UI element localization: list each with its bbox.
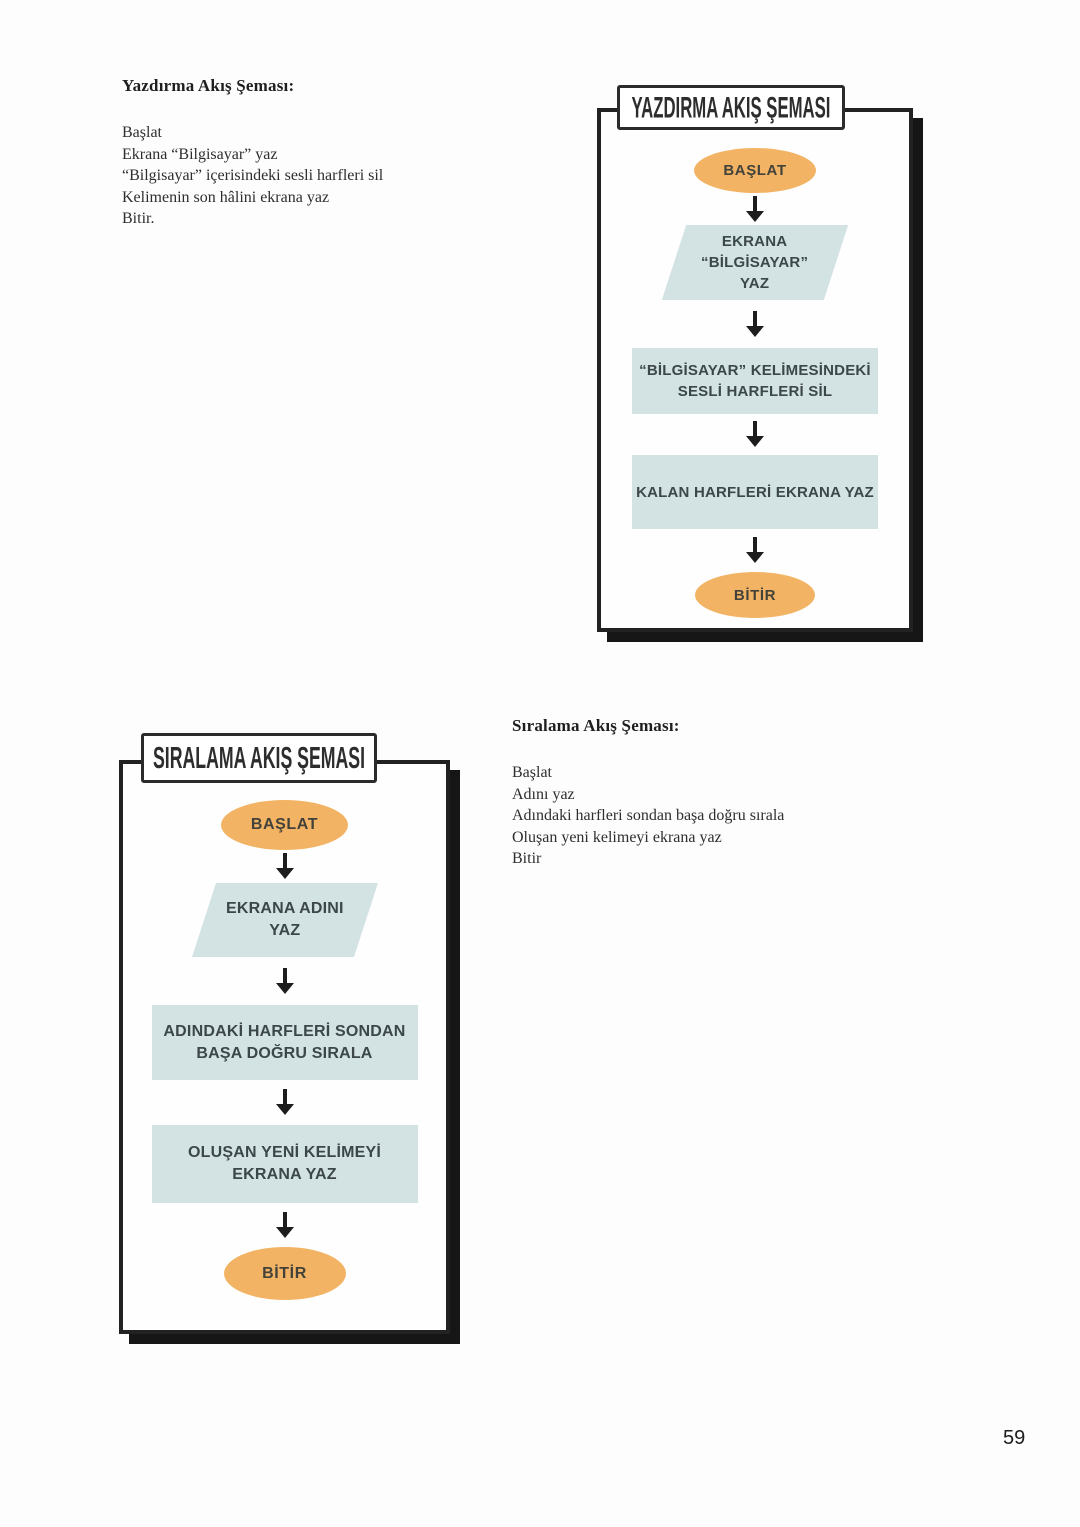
- print-flowchart: BAŞLAT EKRANA “BİLGİSAYAR” YAZ “BİLGİSAY…: [597, 108, 913, 632]
- print-io-line: YAZ: [740, 275, 770, 292]
- down-arrow-icon: [274, 1089, 296, 1115]
- print-algorithm-text-block: Yazdırma Akış Şeması: Başlat Ekrana “Bil…: [122, 76, 562, 230]
- down-arrow-icon: [274, 853, 296, 879]
- sort-algorithm-text-block: Sıralama Akış Şeması: Başlat Adını yaz A…: [512, 716, 982, 870]
- sort-io-line: EKRANA ADINI: [225, 900, 344, 917]
- down-arrow-icon: [744, 421, 766, 447]
- sort-flowchart-title-art: SIRALAMA AKIŞ ŞEMASI: [153, 740, 365, 775]
- sort-algorithm-line: Adındaki harfleri sondan başa doğru sıra…: [512, 807, 785, 825]
- sort-io-line: YAZ: [268, 922, 301, 939]
- process-line: EKRANA YAZ: [232, 1166, 337, 1183]
- print-algorithm-line: Ekrana “Bilgisayar” yaz: [122, 145, 278, 163]
- sort-end-terminal: BİTİR: [223, 1247, 346, 1300]
- process-line: KALAN HARFLERİ EKRANA YAZ: [636, 483, 874, 501]
- sort-algorithm-line: Oluşan yeni kelimeyi ekrana yaz: [512, 828, 722, 846]
- sort-io-parallelogram: EKRANA ADINI YAZ: [191, 883, 378, 957]
- print-process-write-remaining: KALAN HARFLERİ EKRANA YAZ: [632, 455, 878, 529]
- process-line: BAŞA DOĞRU SIRALA: [196, 1044, 373, 1062]
- down-arrow-icon: [744, 196, 766, 222]
- print-process-delete-vowels: “BİLGİSAYAR” KELİMESİNDEKİ SESLİ HARFLER…: [632, 348, 878, 414]
- print-flowchart-title: YAZDIRMA AKIŞ ŞEMASI: [632, 92, 831, 124]
- print-io-line: “BİLGİSAYAR”: [701, 254, 809, 271]
- sort-algorithm-title: Sıralama Akış Şeması:: [512, 716, 680, 735]
- process-line: ADINDAKİ HARFLERİ SONDAN: [163, 1022, 406, 1040]
- process-line: “BİLGİSAYAR” KELİMESİNDEKİ: [639, 362, 871, 379]
- print-io-line: EKRANA: [722, 233, 788, 250]
- sort-io-label: EKRANA ADINI YAZ: [226, 898, 344, 942]
- sort-start-terminal: BAŞLAT: [221, 800, 348, 850]
- print-flowchart-title-art: YAZDIRMA AKIŞ ŞEMASI: [632, 92, 831, 124]
- sort-process-reverse: ADINDAKİ HARFLERİ SONDAN BAŞA DOĞRU SIRA…: [151, 1005, 418, 1080]
- sort-process-write-new-word: OLUŞAN YENİ KELİMEYİ EKRANA YAZ: [151, 1125, 418, 1203]
- page-number: 59: [1003, 1427, 1026, 1449]
- down-arrow-icon: [274, 968, 296, 994]
- print-end-terminal: BİTİR: [695, 572, 815, 618]
- sort-algorithm-line: Başlat: [512, 764, 552, 781]
- process-line: OLUŞAN YENİ KELİMEYİ: [187, 1144, 382, 1161]
- print-algorithm-line: Kelimenin son hâlini ekrana yaz: [122, 188, 330, 206]
- print-start-terminal: BAŞLAT: [694, 148, 816, 193]
- process-line: SESLİ HARFLERİ SİL: [677, 383, 833, 400]
- sort-algorithm-line: Bitir: [512, 850, 542, 868]
- print-algorithm-line: “Bilgisayar” içerisindeki sesli harfleri…: [122, 167, 384, 185]
- sort-algorithm-line: Adını yaz: [512, 785, 575, 803]
- down-arrow-icon: [274, 1212, 296, 1238]
- print-algorithm-line: Bitir.: [122, 210, 155, 228]
- print-io-parallelogram: EKRANA “BİLGİSAYAR” YAZ: [661, 225, 849, 300]
- down-arrow-icon: [744, 537, 766, 563]
- sort-flowchart-title: SIRALAMA AKIŞ ŞEMASI: [153, 740, 365, 775]
- sort-flowchart-title-box: SIRALAMA AKIŞ ŞEMASI: [141, 733, 377, 783]
- sort-flowchart: BAŞLAT EKRANA ADINI YAZ ADINDAKİ HARFLER…: [119, 760, 450, 1334]
- print-flowchart-title-box: YAZDIRMA AKIŞ ŞEMASI: [617, 85, 845, 130]
- print-algorithm-title: Yazdırma Akış Şeması:: [122, 76, 295, 95]
- print-algorithm-line: Başlat: [122, 124, 162, 141]
- down-arrow-icon: [744, 311, 766, 337]
- print-io-label: EKRANA “BİLGİSAYAR” YAZ: [701, 231, 808, 294]
